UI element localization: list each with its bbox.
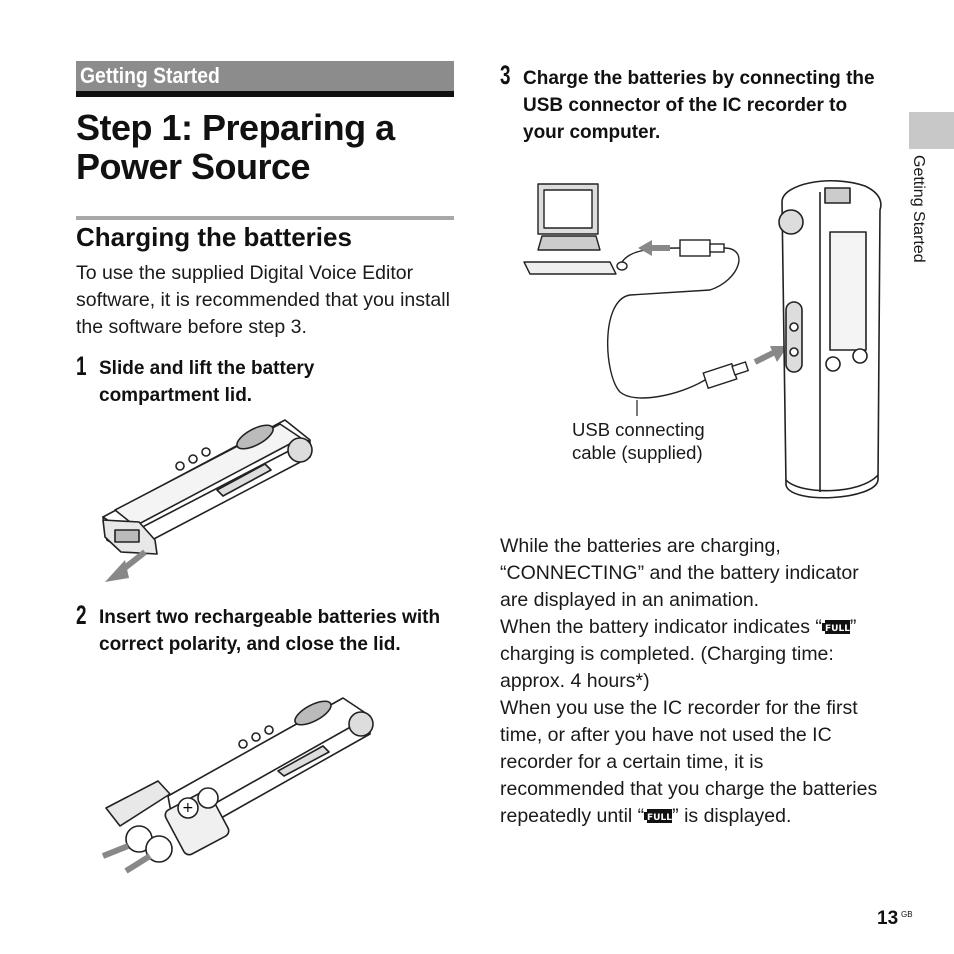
- page-title-line1: Step 1: Preparing a: [76, 107, 395, 148]
- para3-after: ” is displayed.: [672, 805, 792, 827]
- side-tab: [909, 112, 954, 149]
- illustration-insert-batteries: +: [101, 697, 374, 874]
- svg-text:+: +: [182, 800, 194, 816]
- step-1-number: 1: [76, 351, 87, 381]
- charging-info-para1: While the batteries are charging, “CONNE…: [500, 535, 859, 611]
- subsection-rule: [76, 216, 454, 220]
- illustration-usb-connection: [523, 180, 882, 499]
- battery-full-icon: FULL: [821, 620, 850, 634]
- battery-full-icon: FULL: [644, 809, 672, 823]
- step-1-text: Slide and lift the battery compartment l…: [99, 358, 315, 406]
- page-number-suffix: GB: [901, 910, 913, 919]
- para3-before: When you use the IC recorder for the fir…: [500, 697, 878, 827]
- charging-info-para3: When you use the IC recorder for the fir…: [500, 695, 890, 830]
- subsection-heading: Charging the batteries: [76, 222, 352, 252]
- page-number: 13: [877, 908, 899, 929]
- step-2-number: 2: [76, 600, 87, 630]
- step-3-number: 3: [500, 60, 511, 90]
- battery-full-icon-text: FULL: [825, 624, 850, 634]
- battery-full-icon-text: FULL: [647, 813, 672, 823]
- page-title: Step 1: Preparing a Power Source: [76, 108, 466, 186]
- illustration-open-lid: [102, 419, 313, 582]
- para2-after: ” charging is completed. (Charging time:…: [500, 616, 857, 692]
- usb-cable-label: USB connecting cable (supplied): [572, 419, 705, 463]
- section-label: Getting Started: [80, 63, 220, 88]
- intro-paragraph: To use the supplied Digital Voice Editor…: [76, 262, 450, 338]
- para2-before: When the battery indicator indicates “: [500, 616, 822, 638]
- side-tab-label: Getting Started: [910, 155, 927, 263]
- section-header-bar: Getting Started: [76, 61, 454, 97]
- charging-info: While the batteries are charging, “CONNE…: [500, 533, 890, 830]
- step-3-text: Charge the batteries by connecting the U…: [523, 68, 875, 143]
- step-2-text: Insert two rechargeable batteries with c…: [99, 607, 441, 655]
- page-title-line2: Power Source: [76, 146, 311, 187]
- charging-info-para2: When the battery indicator indicates “FU…: [500, 614, 890, 695]
